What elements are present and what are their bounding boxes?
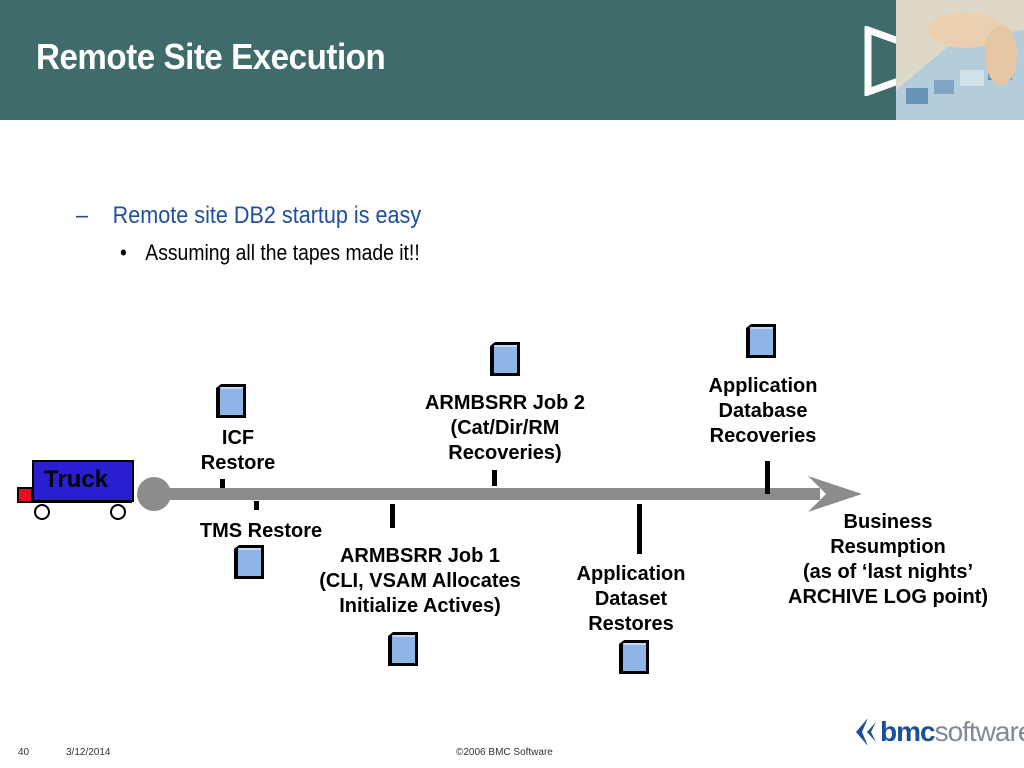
- slide-header: Remote Site Execution: [0, 0, 1024, 120]
- tick-tms: [254, 501, 259, 510]
- truck-label: Truck: [44, 466, 109, 493]
- bullet-dot: •: [120, 240, 127, 265]
- logo-text-bmc: bmc: [880, 716, 936, 747]
- bmc-software-logo: bmcsoftware: [854, 712, 1024, 752]
- truck-body: [32, 460, 134, 502]
- bullet-dash: –: [76, 202, 89, 229]
- slide-title: Remote Site Execution: [36, 36, 386, 77]
- truck-icon: [17, 460, 134, 520]
- timeline-start-circle: [137, 477, 171, 511]
- label-app-db-recoveries: Application Database Recoveries: [708, 375, 818, 447]
- footer-page-number: 40: [18, 747, 30, 758]
- label-tms-restore: TMS Restore: [199, 520, 323, 542]
- tick-job2: [492, 470, 497, 486]
- truck-wheel-front: [34, 504, 50, 520]
- bullet-level1: – Remote site DB2 startup is easy: [76, 202, 421, 230]
- label-armbsrr-job1: ARMBSRR Job 1 (CLI, VSAM Allocates Initi…: [319, 545, 521, 617]
- logo-text-software: software: [934, 716, 1024, 747]
- timeline-arrow-shaft: [150, 488, 820, 500]
- tick-db-recoveries: [765, 461, 770, 494]
- label-business-resumption: Business Resumption (as of ‘last nights’…: [788, 511, 988, 608]
- document-icon: [388, 632, 418, 666]
- tick-icf: [220, 479, 225, 488]
- footer-copyright: ©2006 BMC Software: [456, 747, 553, 758]
- truck-wheel-rear: [110, 504, 126, 520]
- document-icon: [234, 545, 264, 579]
- timeline-arrow-head: [808, 476, 862, 512]
- label-icf-restore: ICF Restore: [200, 427, 276, 474]
- footer-date: 3/12/2014: [66, 747, 111, 758]
- label-armbsrr-job2: ARMBSRR Job 2 (Cat/Dir/RM Recoveries): [424, 392, 585, 464]
- bullet-level2-text: Assuming all the tapes made it!!: [145, 240, 420, 265]
- bullet-level1-text: Remote site DB2 startup is easy: [112, 202, 422, 229]
- bmc-logo-icon: [856, 718, 876, 746]
- tick-job1: [390, 504, 395, 528]
- tick-dataset-restores: [637, 504, 642, 554]
- document-icon: [619, 640, 649, 674]
- label-app-dataset-restores: Application Dataset Restores: [576, 563, 686, 635]
- truck-cab: [17, 487, 33, 503]
- document-icon: [746, 324, 776, 358]
- bullet-level2: • Assuming all the tapes made it!!: [120, 240, 420, 266]
- header-photo: [896, 0, 1024, 120]
- document-icon: [216, 384, 246, 418]
- document-icon: [490, 342, 520, 376]
